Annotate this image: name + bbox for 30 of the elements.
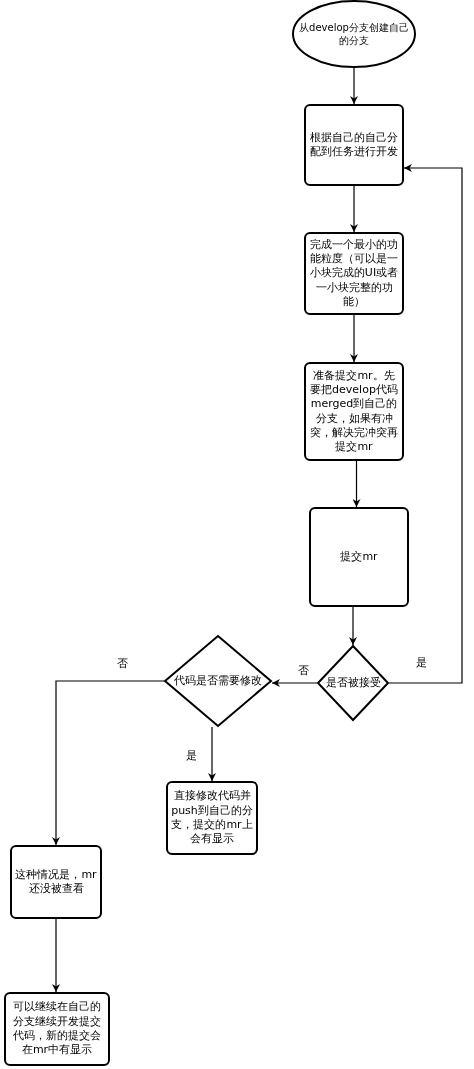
node-text: 直接修改代码并push到自己的分支，提交的mr上会有显示: [170, 789, 254, 847]
node-text: 提交mr: [339, 549, 379, 565]
node-text: 准备提交mr。先要把develop代码merged到自己的分支，如果有冲突，解决完冲突再提交mr: [309, 368, 399, 455]
node-text: 根据自己的自己分配到任务进行开发: [309, 130, 399, 160]
arrow: [352, 460, 361, 508]
edge-label: 是: [414, 656, 429, 670]
edge-label: 是: [184, 749, 199, 763]
edge-label: 否: [296, 664, 311, 678]
arrow: [208, 726, 216, 782]
process-box: [166, 781, 258, 855]
arrow: [349, 606, 357, 646]
process-box: [304, 362, 404, 461]
process-box: [4, 992, 110, 1066]
process-box: [309, 507, 409, 607]
node-text: 代码是否需要修改: [173, 674, 263, 688]
node-text: 是否被接受: [324, 676, 382, 690]
arrow: [52, 680, 165, 846]
node-text: 从develop分支创建自己的分支: [298, 21, 410, 47]
arrow: [271, 679, 318, 687]
node-text: 这种情况是，mr还没被查看: [14, 867, 98, 897]
process-box: [304, 104, 404, 186]
node-text: 可以继续在自己的分支继续开发提交代码，新的提交会在mr中有显示: [12, 1000, 102, 1058]
arrow: [350, 314, 358, 363]
arrow: [52, 918, 60, 993]
edge-label: 否: [115, 657, 130, 671]
arrow: [388, 164, 463, 684]
node-text: 完成一个最小的功能粒度（可以是一小块完成的UI或者一小块完整的功能）: [308, 237, 400, 310]
process-box: [10, 845, 102, 919]
arrow: [350, 185, 358, 233]
arrow: [350, 67, 358, 105]
